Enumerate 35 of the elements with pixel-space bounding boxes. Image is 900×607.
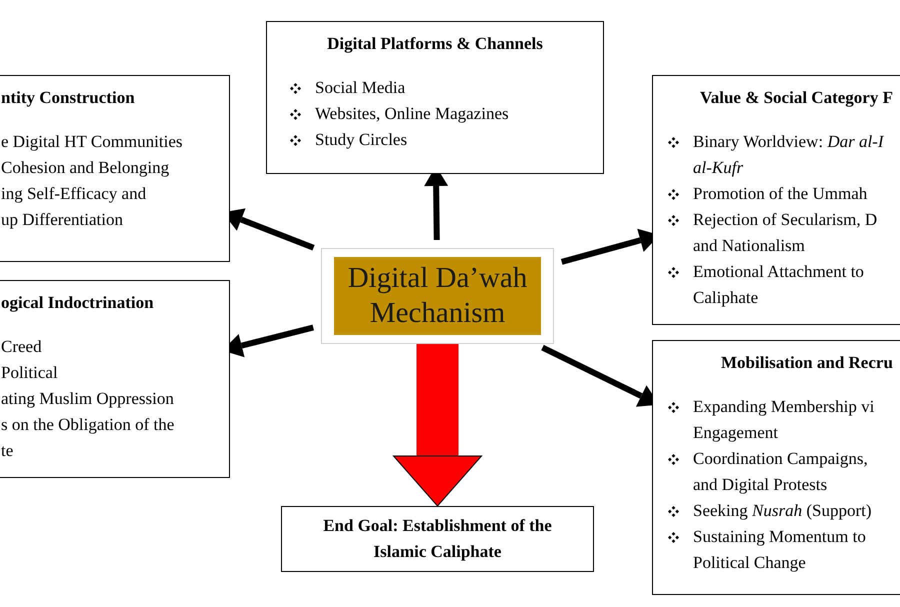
category-box <box>266 21 604 174</box>
list-item: Study Circles <box>315 129 408 151</box>
list-item: te <box>1 440 14 462</box>
category-box <box>652 75 900 325</box>
arrow <box>393 344 482 506</box>
category-box <box>0 280 230 478</box>
box-heading: Value & Social Category F <box>700 87 893 109</box>
list-item: ating Muslim Oppression <box>1 388 174 410</box>
box-heading: ogical Indoctrination <box>1 292 154 314</box>
list-item: Creed <box>1 336 42 358</box>
list-item: Rejection of Secularism, D and Nationalism <box>693 209 878 257</box>
list-item: Expanding Membership vi Engagement <box>693 396 876 444</box>
list-item: Political <box>1 362 58 384</box>
list-item: Promotion of the Ummah <box>693 183 868 205</box>
box-heading: Mobilisation and Recru <box>721 352 893 374</box>
center-box <box>321 248 554 344</box>
list-item: Social Media <box>315 77 406 99</box>
box-heading: ntity Construction <box>1 87 135 109</box>
list-item: Binary Worldview: Dar al-I al-Kufr <box>693 131 886 179</box>
goal-text: End Goal: Establishment of the Islamic Caliphate <box>322 515 553 563</box>
list-item: Seeking Nusrah (Support) <box>693 500 872 522</box>
list-item: s on the Obligation of the <box>1 414 174 436</box>
goal-box <box>281 506 594 572</box>
list-item: Emotional Attachment to Caliphate <box>693 261 865 309</box>
category-box <box>0 75 230 262</box>
center-title: Digital Da’wah Mechanism <box>346 261 528 331</box>
box-heading: Digital Platforms & Channels <box>327 33 543 55</box>
list-item: up Differentiation <box>1 209 123 231</box>
list-item: Websites, Online Magazines <box>315 103 509 125</box>
list-item: Sustaining Momentum to Political Change <box>693 526 867 574</box>
list-item: Coordination Campaigns, and Digital Protests <box>693 448 869 496</box>
list-item: ing Self-Efficacy and <box>1 183 146 205</box>
list-item: e Digital HT Communities <box>1 131 182 153</box>
list-item: Cohesion and Belonging <box>1 157 170 179</box>
category-box <box>652 340 900 595</box>
